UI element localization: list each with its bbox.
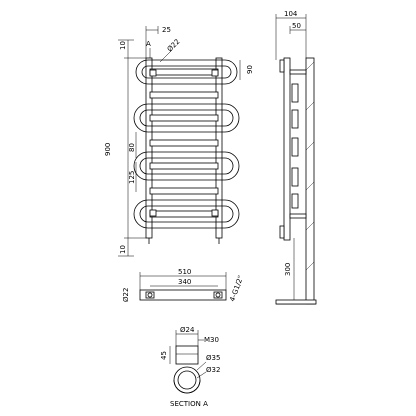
dim-300: 300 — [284, 263, 292, 276]
dim-dia35: Ø35 — [206, 354, 220, 362]
dim-80: 80 — [128, 143, 136, 152]
loop-3 — [133, 139, 240, 181]
dim-dia24: Ø24 — [180, 326, 195, 334]
dim-m30: M30 — [204, 336, 219, 344]
dim-thread: 4-G1/2" — [228, 274, 245, 302]
section-marker-a: A — [146, 40, 151, 48]
bracket — [211, 69, 219, 77]
wall — [305, 57, 315, 305]
dim-125: 125 — [128, 171, 136, 184]
section-circle-inner — [177, 370, 197, 390]
loop-1 — [135, 59, 238, 85]
side-rail — [283, 57, 291, 241]
dim-50: 50 — [292, 22, 301, 30]
loop-2 — [133, 91, 240, 133]
dim-104: 104 — [284, 10, 298, 18]
dim-top-10: 10 — [119, 41, 127, 50]
section-a: Ø24 M30 45 Ø35 Ø32 SECTION A — [160, 326, 220, 408]
dim-25: 25 — [162, 26, 171, 34]
bracket — [211, 209, 219, 217]
section-body — [175, 345, 199, 365]
loop-4 — [133, 187, 240, 229]
side-view: 104 50 300 — [275, 10, 317, 305]
dim-900: 900 — [104, 143, 112, 156]
dim-bottom-dia22: Ø22 — [122, 288, 130, 302]
bottom-view: 510 340 Ø22 4-G1/2" — [122, 268, 245, 303]
dim-510: 510 — [178, 268, 191, 276]
dim-340: 340 — [178, 278, 191, 286]
dim-90: 90 — [246, 65, 254, 74]
section-title: SECTION A — [170, 400, 208, 408]
front-view: 25 A Ø22 10 900 10 80 125 90 — [104, 26, 254, 257]
dim-45: 45 — [160, 351, 168, 360]
dim-dia32: Ø32 — [206, 366, 220, 374]
dim-dia22: Ø22 — [166, 38, 182, 54]
bottom-rail — [139, 289, 227, 301]
bracket — [149, 209, 157, 217]
dim-bottom-10: 10 — [119, 245, 127, 254]
wall-hatch — [305, 61, 315, 271]
bracket — [149, 69, 157, 77]
